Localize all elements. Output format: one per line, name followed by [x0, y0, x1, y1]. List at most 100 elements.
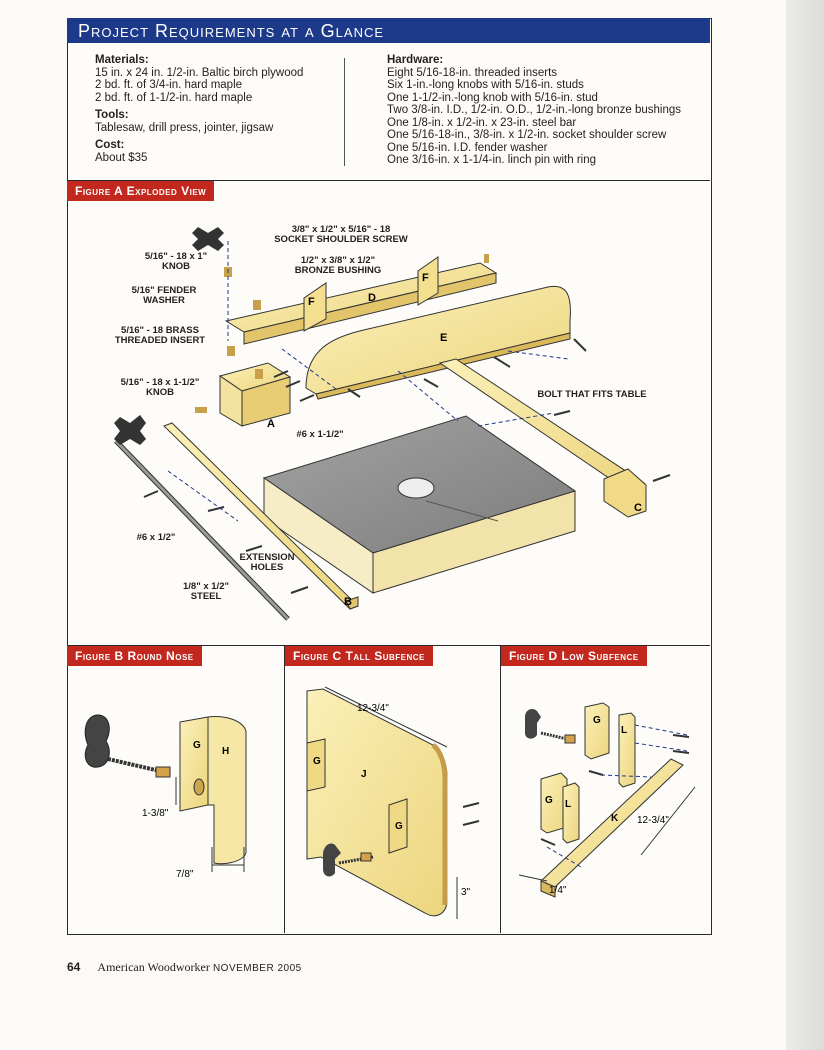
callout-socket-screw: SOCKET SHOULDER SCREW — [274, 234, 408, 245]
figure-a-tab: Figure A Exploded View — [67, 181, 215, 201]
loose-screws — [143, 338, 671, 594]
figure-a-exploded-view: A B C D E F F 5/16" - 18 x 1" KNOB 3/8" … — [114, 224, 671, 621]
fence-part-e — [305, 285, 571, 400]
page-title: Project Requirements at a Glance — [78, 21, 385, 41]
part-label-d: D — [368, 292, 376, 304]
page-footer: 64 American Woodworker NOVEMBER 2005 — [67, 960, 302, 975]
figure-b-tab: Figure B Round Nose — [67, 646, 202, 666]
part-label-h: H — [222, 746, 229, 757]
assembly-lines — [167, 241, 569, 522]
part-label-g: G — [313, 756, 321, 767]
part-label-l: L — [565, 799, 571, 810]
figure-d-tab: Figure D Low Subfence — [501, 646, 647, 666]
part-label-l: L — [621, 725, 627, 736]
hardware-item: Two 3/8-in. I.D., 1/2-in. O.D., 1/2-in.-… — [387, 104, 682, 116]
callout-knob-1-5in: KNOB — [146, 387, 174, 398]
part-label-g: G — [395, 821, 403, 832]
materials-item: 2 bd. ft. of 3/4-in. hard maple — [95, 79, 243, 91]
callout-steel: 1/8" x 1/2" — [183, 581, 229, 592]
star-knob-icon — [525, 709, 541, 739]
part-label-k: K — [611, 813, 619, 824]
callout-extension-holes: HOLES — [251, 562, 284, 573]
part-label-f: F — [308, 296, 315, 308]
rail-part-c — [438, 358, 647, 518]
callout-knob-1-5in: 5/16" - 18 x 1-1/2" — [121, 377, 200, 388]
callout-bushing: 1/2" x 3/8" x 1/2" — [301, 255, 375, 266]
callout-bolt: BOLT THAT FITS TABLE — [537, 389, 646, 400]
dimension-height: 1-3/8" — [142, 808, 169, 819]
section-rule — [67, 645, 710, 646]
loose-screws — [462, 802, 480, 826]
star-knob-icon — [84, 714, 110, 768]
hardware-item: One 5/16-in. I.D. fender washer — [387, 141, 548, 154]
dimension-line — [324, 686, 448, 748]
part-label-f: F — [422, 272, 429, 284]
callout-knob-1in: KNOB — [162, 261, 190, 272]
assembly-lines — [546, 724, 688, 868]
loose-screws — [540, 734, 690, 846]
hardware-item: One 1/8-in. x 1/2-in. x 23-in. steel bar — [387, 116, 577, 129]
star-knob-icon — [192, 227, 224, 251]
threaded-stud — [107, 757, 161, 773]
callout-threaded-insert: 5/16" - 18 BRASS — [121, 325, 199, 336]
figure-divider — [284, 645, 285, 933]
threaded-insert — [155, 766, 171, 778]
callout-knob-1in: 5/16" - 18 x 1" — [145, 251, 207, 262]
figure-b-round-nose: G H 1-3/8" 7/8" — [84, 714, 247, 880]
hardware-item: One 1-1/2-in.-long knob with 5/16-in. st… — [387, 91, 598, 104]
part-label-e: E — [440, 332, 447, 344]
magazine-name: American Woodworker — [97, 960, 210, 974]
rail-part-b — [163, 422, 359, 610]
hardware-heading: Hardware: — [387, 54, 444, 66]
tools-heading: Tools: — [95, 109, 129, 121]
requirements-divider — [344, 58, 345, 166]
dimension-line — [518, 874, 548, 882]
page-edge-shadow — [786, 0, 824, 1050]
part-label-j: J — [361, 769, 367, 780]
tools-text: Tablesaw, drill press, jointer, jigsaw — [95, 121, 274, 134]
part-label-a: A — [267, 418, 275, 430]
part-g-block — [388, 798, 408, 854]
star-knob-icon — [114, 415, 146, 445]
hardware-item: Six 1-in.-long knobs with 5/16-in. studs — [387, 79, 584, 91]
callout-extension-holes: EXTENSION — [240, 552, 295, 563]
issue-date: NOVEMBER 2005 — [212, 963, 302, 974]
section-rule — [67, 180, 710, 181]
callout-threaded-insert: THREADED INSERT — [115, 335, 205, 346]
requirements-right: Hardware: Eight 5/16-18-in. threaded ins… — [387, 52, 681, 167]
materials-item: 2 bd. ft. of 1-1/2-in. hard maple — [95, 91, 253, 104]
figure-divider — [500, 645, 501, 933]
figure-c-tab: Figure C Tall Subfence — [285, 646, 433, 666]
figure-c-tall-subfence: G G J 12-3/4" 3" — [306, 686, 480, 919]
part-label-g: G — [193, 740, 201, 751]
part-g-block — [584, 702, 610, 760]
figure-d-low-subfence: G L G L K 12-3/4" 1/4" — [518, 702, 696, 898]
callout-screw-6x112: #6 x 1-1/2" — [296, 429, 343, 440]
callout-bushing: BRONZE BUSHING — [295, 265, 382, 276]
dimension-thickness: 1/4" — [549, 885, 567, 896]
dimension-bottom: 3" — [461, 887, 471, 898]
dimension-width: 7/8" — [176, 869, 194, 880]
hardware-item: One 3/16-in. x 1-1/4-in. linch pin with … — [387, 154, 597, 166]
part-label-g: G — [593, 715, 601, 726]
part-label-c: C — [634, 502, 642, 514]
materials-item: 15 in. x 24 in. 1/2-in. Baltic birch ply… — [95, 66, 304, 79]
part-label-g: G — [545, 795, 553, 806]
dimension-length: 12-3/4" — [637, 815, 669, 826]
steel-bar-face — [114, 439, 290, 621]
callout-screw-6x12: #6 x 1/2" — [137, 532, 176, 543]
callout-fender-washer: WASHER — [143, 295, 185, 306]
dimension-line — [640, 786, 696, 856]
callout-steel: STEEL — [191, 591, 222, 602]
dimension-top: 12-3/4" — [357, 703, 389, 714]
star-knob-icon — [323, 843, 341, 877]
header-bar: Project Requirements at a Glance — [67, 18, 710, 43]
callout-socket-screw: 3/8" x 1/2" x 5/16" - 18 — [292, 224, 391, 235]
part-h-nose — [207, 716, 247, 865]
hardware-item: Eight 5/16-18-in. threaded inserts — [387, 66, 558, 79]
part-g-block — [306, 738, 326, 792]
part-j-panel — [306, 688, 448, 917]
router-table-top — [262, 415, 577, 594]
part-l-block — [618, 712, 636, 788]
materials-heading: Materials: — [95, 54, 149, 66]
